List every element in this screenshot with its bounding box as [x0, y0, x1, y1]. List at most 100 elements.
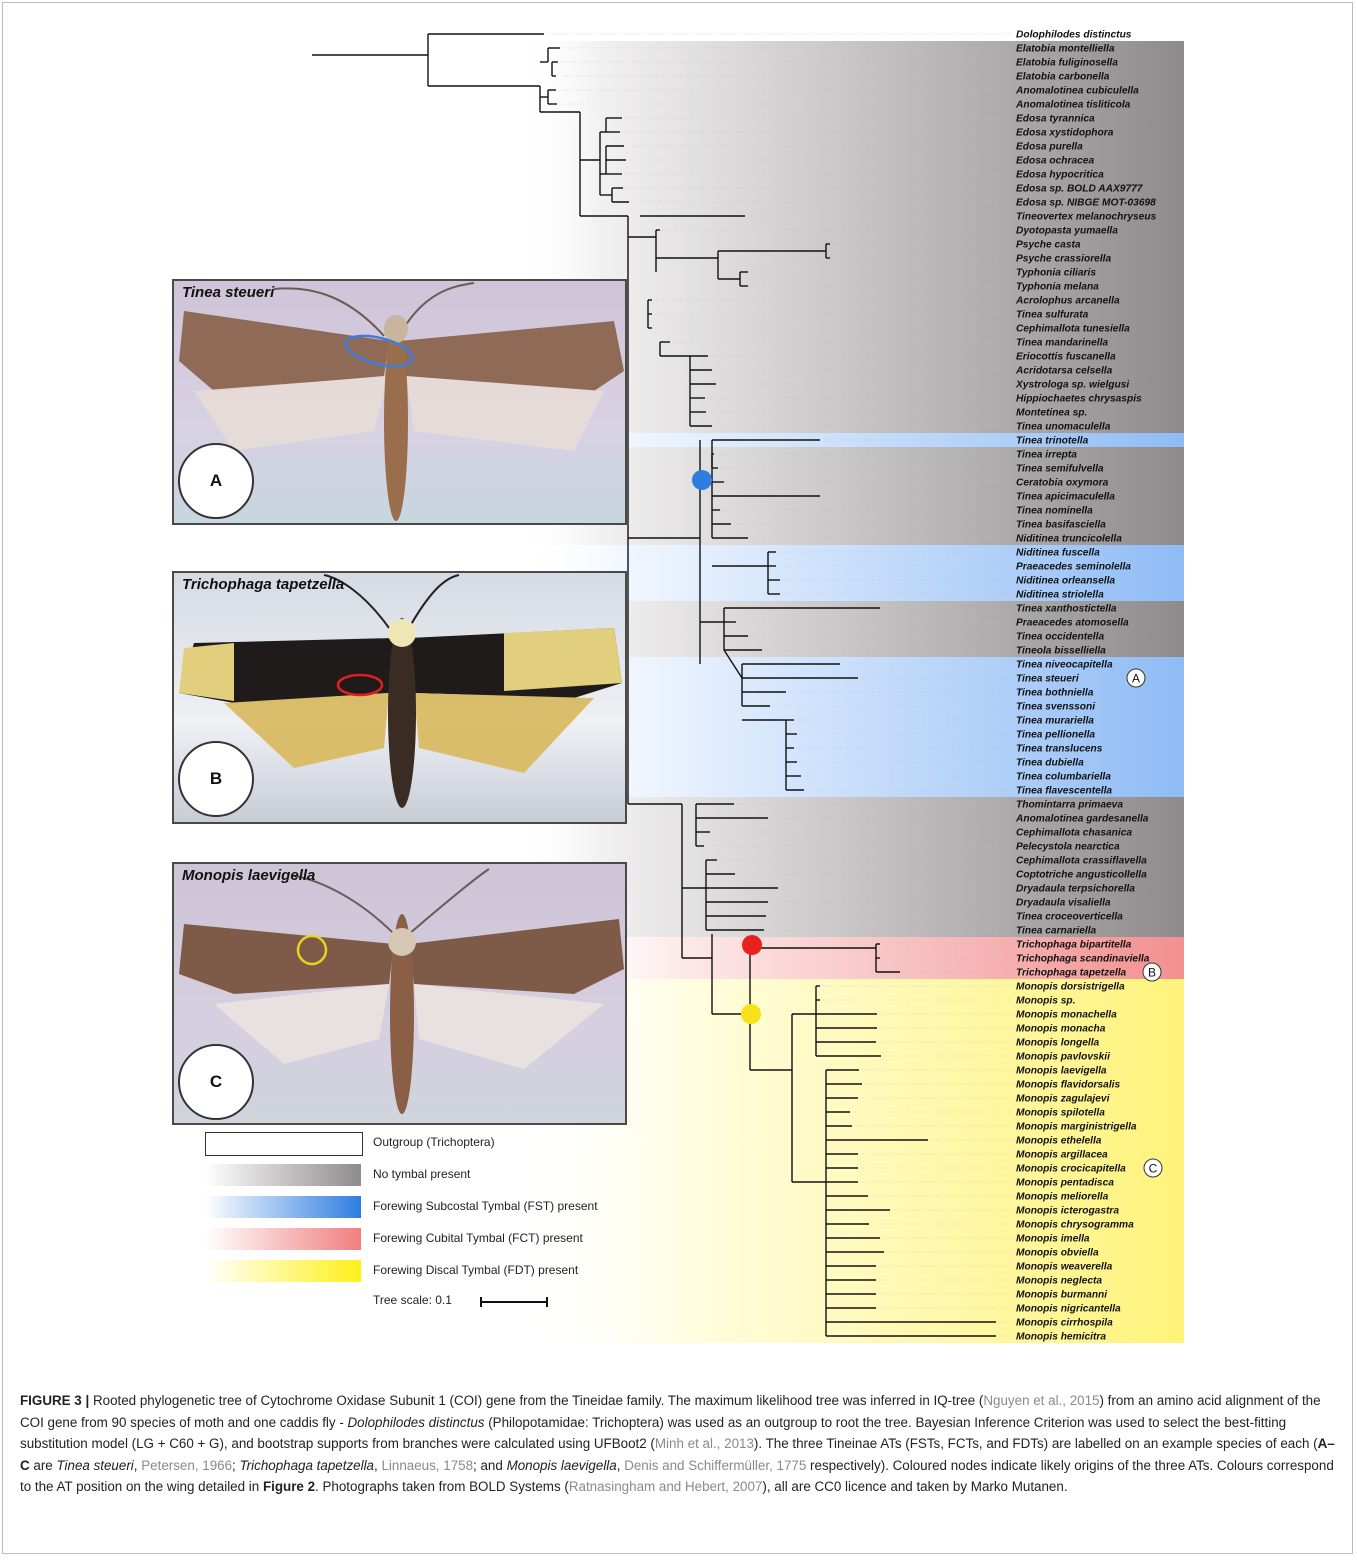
taxon-label: Monopis marginistrigella: [1016, 1122, 1137, 1133]
clade-marker-letter: A: [1132, 672, 1140, 686]
taxon-label: Monopis monacha: [1016, 1024, 1106, 1035]
taxon-label: Acrolophus arcanella: [1015, 296, 1120, 307]
taxon-label: Tinea translucens: [1016, 744, 1103, 755]
caption-figure-ref[interactable]: Figure 2: [263, 1479, 315, 1494]
caption-text: ; and: [473, 1458, 507, 1473]
taxon-label: Tinea steueri: [1016, 674, 1079, 685]
fst-origin-node: [692, 470, 712, 490]
taxon-label: Monopis zagulajevi: [1016, 1094, 1110, 1105]
taxon-label: Niditinea striolella: [1016, 590, 1104, 601]
taxon-label: Niditinea orleansella: [1016, 576, 1115, 587]
taxon-label: Elatobia montelliella: [1016, 44, 1115, 55]
taxon-label: Trichophaga bipartitella: [1016, 940, 1132, 951]
taxon-label: Tinea irrepta: [1016, 450, 1077, 461]
clade-marker-letter: B: [1148, 966, 1156, 980]
taxon-label: Tinea bothniella: [1016, 688, 1094, 699]
taxon-label: Tinea croceoverticella: [1016, 912, 1123, 923]
legend-label-outgroup: Outgroup (Trichoptera): [373, 1135, 495, 1149]
taxon-label: Niditinea truncicolella: [1016, 534, 1122, 545]
taxon-label: Tinea sulfurata: [1016, 310, 1089, 321]
caption-text: ;: [232, 1458, 239, 1473]
taxon-label: Tinea basifasciella: [1016, 520, 1106, 531]
taxon-label: Tinea pellionella: [1016, 730, 1095, 741]
panel-title-b: Trichophaga tapetzella: [182, 576, 344, 593]
taxon-label: Xystrologa sp. wielgusi: [1015, 380, 1129, 391]
taxon-label: Monopis crocicapitella: [1016, 1164, 1126, 1175]
legend-swatch-fdt: [205, 1260, 361, 1282]
taxon-label: Monopis dorsistrigella: [1016, 982, 1125, 993]
caption-text: ). The three Tineinae ATs (FSTs, FCTs, a…: [754, 1436, 1318, 1451]
taxon-label: Edosa sp. NIBGE MOT-03698: [1016, 198, 1156, 209]
caption-citation[interactable]: Minh et al., 2013: [655, 1436, 754, 1451]
caption-species: Monopis laevigella: [507, 1458, 617, 1473]
taxon-label: Dyotopasta yumaella: [1016, 226, 1118, 237]
taxon-label: Dolophilodes distinctus: [1016, 30, 1132, 41]
legend-swatch-outgroup: [205, 1132, 363, 1156]
taxon-label: Edosa sp. BOLD AAX9777: [1016, 184, 1144, 195]
caption-text: are: [30, 1458, 57, 1473]
taxon-label: Pelecystola nearctica: [1016, 842, 1120, 853]
taxon-label: Monopis spilotella: [1016, 1108, 1105, 1119]
panel-monopis-laevigella: Monopis laevigella C: [172, 862, 627, 1125]
taxon-label: Niditinea fuscella: [1016, 548, 1100, 559]
taxon-label: Anomalotinea gardesanella: [1015, 814, 1149, 825]
caption-citation[interactable]: Petersen, 1966: [141, 1458, 232, 1473]
caption-citation[interactable]: Nguyen et al., 2015: [983, 1393, 1099, 1408]
taxon-label: Tinea carnariella: [1016, 926, 1097, 937]
taxon-label: Monopis ethelella: [1016, 1136, 1102, 1147]
taxon-label: Thomintarra primaeva: [1016, 800, 1123, 811]
caption-citation[interactable]: Ratnasingham and Hebert, 2007: [569, 1479, 763, 1494]
caption-species: Tinea steueri: [56, 1458, 133, 1473]
taxon-label: Edosa tyrannica: [1016, 114, 1095, 125]
caption-figure-label: FIGURE 3 |: [20, 1393, 89, 1408]
taxon-label: Tinea mandarinella: [1016, 338, 1108, 349]
taxon-label: Monopis icterogastra: [1016, 1206, 1119, 1217]
taxon-label: Tinea apicimaculella: [1016, 492, 1115, 503]
taxon-label: Tinea columbariella: [1016, 772, 1111, 783]
taxon-label: Tinea dubiella: [1016, 758, 1084, 769]
taxon-label: Monopis monachella: [1016, 1010, 1117, 1021]
taxon-label: Tineovertex melanochryseus: [1016, 212, 1157, 223]
taxon-label: Edosa xystidophora: [1016, 128, 1114, 139]
clade-marker-letter: C: [1149, 1162, 1158, 1176]
taxon-label: Psyche casta: [1016, 240, 1081, 251]
taxon-label: Edosa purella: [1016, 142, 1083, 153]
taxon-label: Trichophaga scandinaviella: [1016, 954, 1150, 965]
taxon-label: Tinea semifulvella: [1016, 464, 1104, 475]
taxon-label: Anomalotinea tisliticola: [1015, 100, 1131, 111]
legend-swatch-no-tymbal: [205, 1164, 361, 1186]
taxon-label: Tinea nominella: [1016, 506, 1093, 517]
caption-citation[interactable]: Denis and Schiffermüller, 1775: [624, 1458, 806, 1473]
taxon-label: Cephimallota chasanica: [1016, 828, 1132, 839]
taxon-label: Tinea xanthostictella: [1016, 604, 1117, 615]
caption-text: . Photographs taken from BOLD Systems (: [315, 1479, 569, 1494]
taxon-label: Elatobia carbonella: [1016, 72, 1110, 83]
taxon-label: Trichophaga tapetzella: [1016, 968, 1127, 979]
caption-citation[interactable]: Linnaeus, 1758: [381, 1458, 473, 1473]
taxon-label: Dryadaula visaliella: [1016, 898, 1111, 909]
taxon-label: Monopis laevigella: [1016, 1066, 1107, 1077]
caption-text: ), all are CC0 licence and taken by Mark…: [762, 1479, 1067, 1494]
taxon-label: Psyche crassiorella: [1016, 254, 1111, 265]
taxon-label: Montetinea sp.: [1016, 408, 1087, 419]
taxon-label: Tinea trinotella: [1016, 436, 1089, 447]
panel-tinea-steueri: Tinea steueri A: [172, 279, 627, 525]
clade-marker-b: B: [1143, 963, 1161, 981]
taxon-label: Monopis cirrhospila: [1016, 1318, 1113, 1329]
taxon-label: Monopis chrysogramma: [1016, 1220, 1134, 1231]
tree-scale-tick-right: [546, 1297, 548, 1307]
taxon-label: Tinea svenssoni: [1016, 702, 1095, 713]
taxon-label: Monopis burmanni: [1016, 1290, 1107, 1301]
taxon-label: Elatobia fuliginosella: [1016, 58, 1118, 69]
panel-letter-b: B: [178, 741, 254, 817]
taxon-label: Tinea occidentella: [1016, 632, 1104, 643]
taxon-label: Tinea murariella: [1016, 716, 1094, 727]
taxon-label: Monopis weaverella: [1016, 1262, 1113, 1273]
taxon-label: Edosa ochracea: [1016, 156, 1094, 167]
legend-swatch-fct: [205, 1228, 361, 1250]
tree-scale-bar: [480, 1301, 548, 1303]
taxon-label: Ceratobia oxymora: [1016, 478, 1109, 489]
taxon-label: Monopis neglecta: [1016, 1276, 1102, 1287]
panel-title-c: Monopis laevigella: [182, 867, 315, 884]
figure-caption: FIGURE 3 | Rooted phylogenetic tree of C…: [20, 1390, 1338, 1498]
